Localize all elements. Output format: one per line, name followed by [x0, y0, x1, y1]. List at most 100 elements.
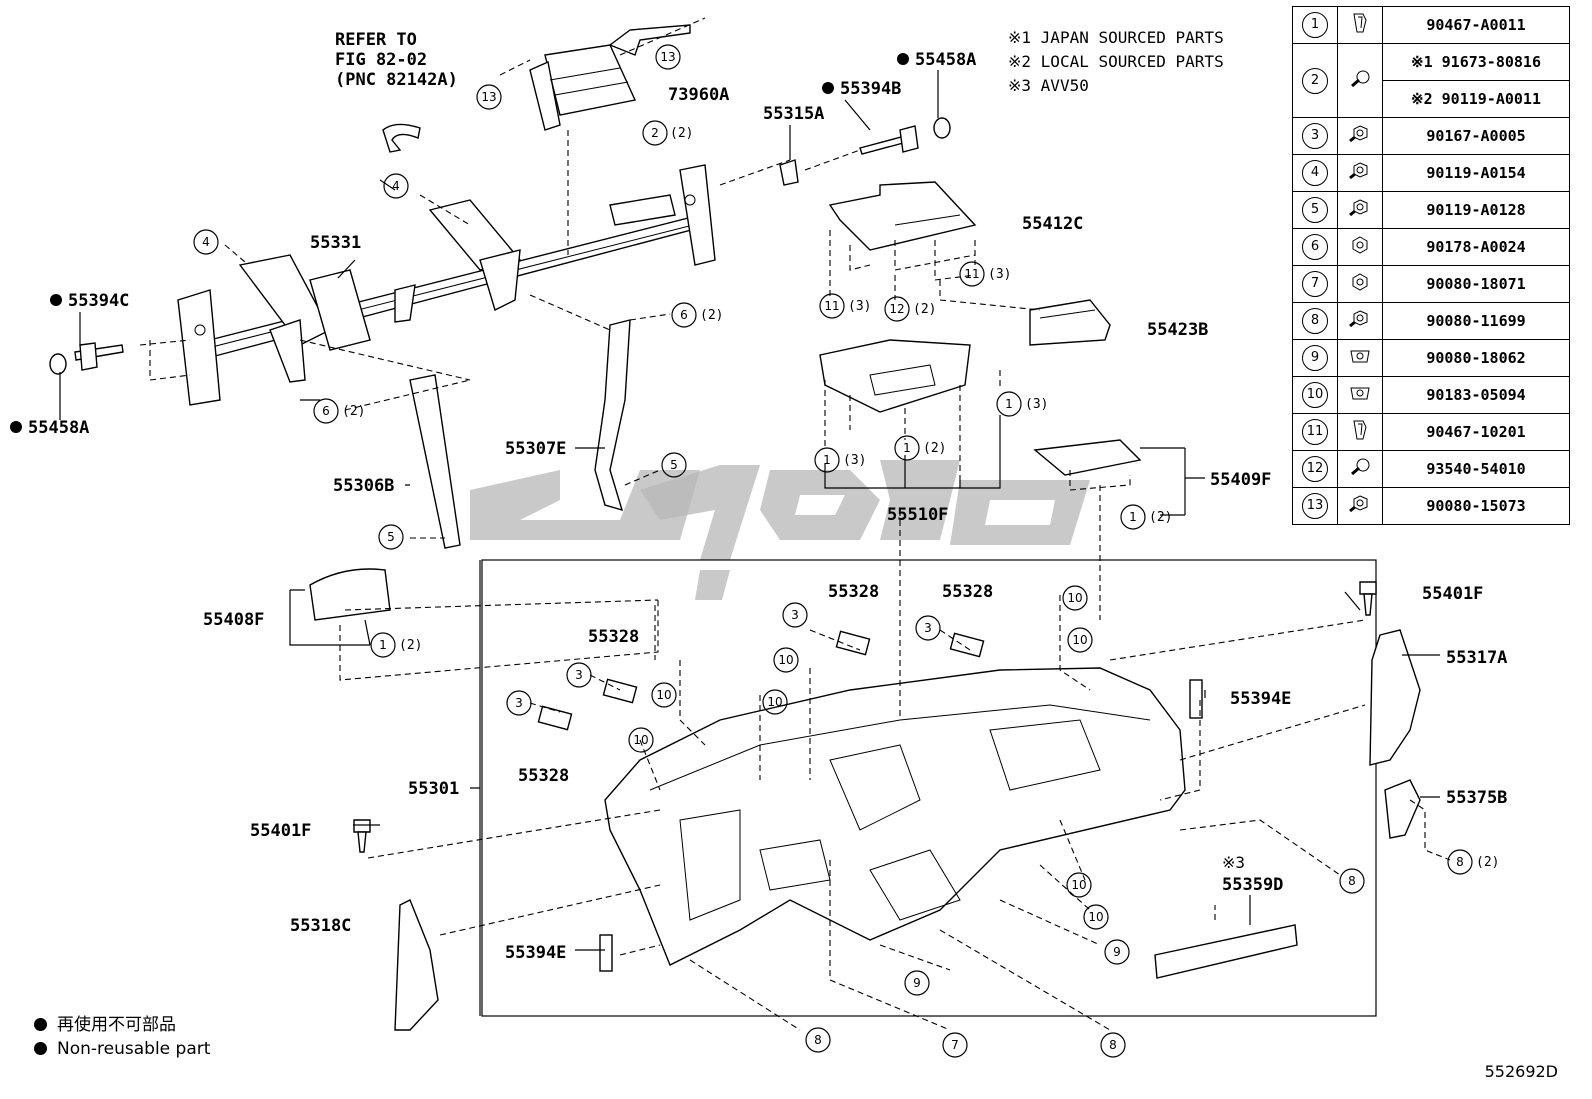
label-avv50-mark: ※3 — [1222, 853, 1245, 872]
label-55328: 55328 — [588, 627, 639, 647]
callout-10: 10 — [1083, 904, 1109, 930]
svg-text:(2): (2) — [923, 441, 946, 456]
svg-text:6: 6 — [322, 404, 330, 418]
fastener-part-number: ※2 90119-A0011 — [1382, 80, 1570, 118]
callout-13: 13 — [476, 84, 502, 110]
svg-text:13: 13 — [660, 50, 675, 64]
svg-text:8: 8 — [1109, 1038, 1117, 1052]
bolt-icon — [1337, 154, 1383, 192]
non-reusable-dot — [822, 82, 834, 94]
callout-7: 7 — [942, 1032, 968, 1058]
callout-4: 4 — [193, 229, 219, 255]
label-55318C: 55318C — [290, 916, 351, 936]
svg-text:8: 8 — [814, 1033, 822, 1047]
instrument-panel-55301 — [604, 667, 1186, 966]
fastener-callout: 8 — [1302, 308, 1328, 334]
callout-13: 13 — [655, 44, 681, 70]
fastener-part-number: 93540-54010 — [1382, 450, 1570, 488]
svg-text:(3): (3) — [848, 299, 871, 314]
svg-text:3: 3 — [515, 696, 523, 710]
fastener-callout: 11 — [1302, 419, 1328, 445]
label-55408F: 55408F — [203, 610, 264, 630]
svg-text:3: 3 — [924, 621, 932, 635]
non-reusable-dot — [34, 1018, 47, 1031]
screw-icon — [1337, 43, 1383, 118]
fastener-callout: 5 — [1302, 197, 1328, 223]
callout-6: 6 (2) — [671, 302, 723, 328]
fastener-part-number: 90080-11699 — [1382, 302, 1570, 340]
legend-en: Non-reusable part — [34, 1037, 210, 1061]
pin-55401F-left — [353, 819, 371, 853]
svg-text:6: 6 — [680, 308, 688, 322]
svg-text:(2): (2) — [399, 638, 422, 653]
clip-55328-b — [602, 678, 638, 704]
svg-text:(2): (2) — [700, 308, 723, 323]
clip-nut-icon — [1337, 339, 1383, 377]
svg-text:2: 2 — [651, 126, 659, 140]
bolt-55394B — [859, 125, 919, 155]
svg-text:9: 9 — [1113, 945, 1121, 959]
callout-1: 1(3) — [996, 391, 1048, 417]
callout-11: 11(3) — [959, 261, 1011, 287]
callout-4: 4 — [383, 173, 409, 199]
callout-3: 3 — [915, 615, 941, 641]
fastener-part-number: 90178-A0024 — [1382, 228, 1570, 266]
clip-icon — [1337, 413, 1383, 451]
svg-text:10: 10 — [633, 733, 648, 747]
nut-icon — [1337, 228, 1383, 266]
callout-5: 5 — [378, 524, 404, 550]
callouts: 13 13 2(2) 4 4 6(2) 6(2) 5 5 11(3) 12(2)… — [193, 44, 1499, 1058]
bolt-icon — [1337, 191, 1383, 229]
svg-text:1: 1 — [1129, 510, 1137, 524]
bolt-icon — [1337, 117, 1383, 155]
fastener-callout: 3 — [1302, 123, 1328, 149]
pad-55394E-right — [1189, 679, 1203, 719]
svg-text:3: 3 — [791, 608, 799, 622]
fastener-callout: 9 — [1302, 345, 1328, 371]
fastener-number: 2 — [1292, 43, 1338, 118]
callout-10: 10 — [1062, 585, 1088, 611]
side-cover-55317A — [1369, 629, 1421, 766]
label-55401F: 55401F — [1422, 584, 1483, 604]
source-notes: ※1 JAPAN SOURCED PARTS ※2 LOCAL SOURCED … — [1008, 28, 1224, 95]
legend: 再使用不可部品 Non-reusable part — [34, 1013, 210, 1061]
bolt-55394C — [74, 342, 124, 371]
assembly-frame — [481, 559, 1377, 1017]
fastener-number: 6 — [1292, 228, 1338, 266]
svg-text:(3): (3) — [988, 267, 1011, 282]
svg-text:10: 10 — [1072, 633, 1087, 647]
callout-1: 1(2) — [1120, 504, 1172, 530]
fastener-row: 8 90080-11699 — [1292, 302, 1570, 340]
fastener-callout: 13 — [1302, 493, 1328, 519]
callout-9: 9 — [904, 970, 930, 996]
fastener-part-number: 90080-18071 — [1382, 265, 1570, 303]
svg-text:4: 4 — [392, 179, 400, 193]
fastener-row: 2※1 91673-80816 — [1292, 43, 1570, 118]
label-55394C: 55394C — [68, 291, 129, 311]
panel-55423B — [1029, 299, 1111, 346]
svg-text:7: 7 — [951, 1038, 959, 1052]
label-55401F: 55401F — [250, 821, 311, 841]
fastener-number: 1 — [1292, 6, 1338, 44]
fastener-callout: 12 — [1302, 456, 1328, 482]
svg-text:10: 10 — [778, 653, 793, 667]
fastener-callout: 6 — [1302, 234, 1328, 260]
label-55331: 55331 — [310, 233, 361, 253]
strip-55359D — [1154, 924, 1298, 979]
svg-text:(2): (2) — [342, 404, 365, 419]
label-55375B: 55375B — [1446, 788, 1507, 808]
svg-text:4: 4 — [202, 235, 210, 249]
svg-text:1: 1 — [903, 441, 911, 455]
label-55301: 55301 — [408, 779, 459, 799]
label-55394B: 55394B — [840, 79, 901, 99]
screw-icon — [1337, 450, 1383, 488]
note-japan: ※1 JAPAN SOURCED PARTS — [1008, 28, 1224, 47]
knee-airbag-73960A — [529, 24, 691, 131]
non-reusable-dot — [50, 294, 62, 306]
fastener-part-number: 90080-18062 — [1382, 339, 1570, 377]
clip-nut-icon — [1337, 376, 1383, 414]
